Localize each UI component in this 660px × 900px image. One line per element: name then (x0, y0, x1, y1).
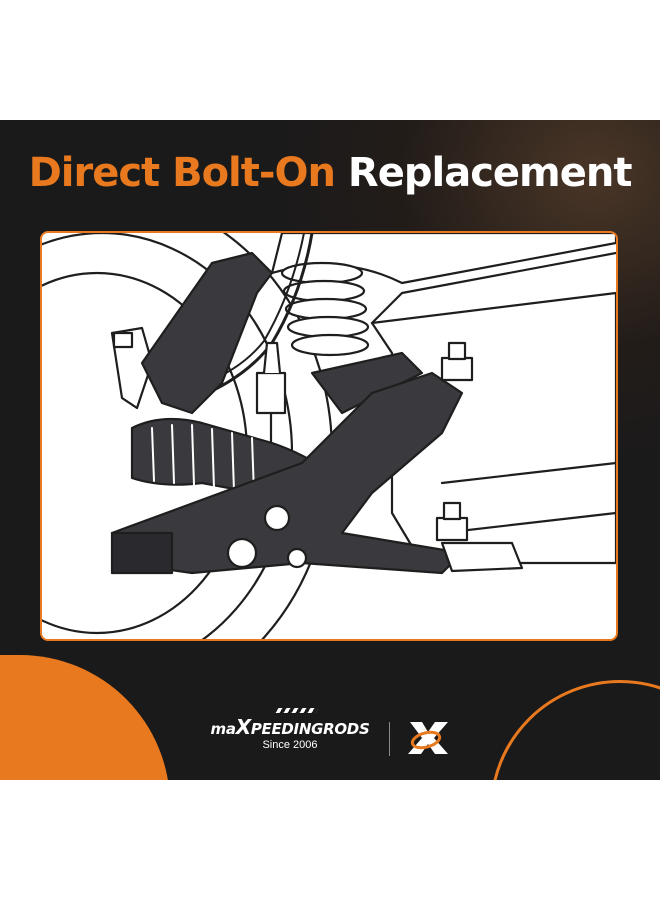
brand-suffix: RODS (323, 720, 370, 738)
bolt-upper (440, 341, 474, 382)
orange-arc-decoration (490, 680, 660, 780)
orange-corner-shape (0, 655, 170, 780)
banner-title: Direct Bolt-On Replacement (0, 150, 660, 196)
arm-hole-3 (286, 547, 308, 569)
brand-divider (389, 722, 390, 756)
hub-bracket (112, 331, 134, 349)
title-rest: Replacement (347, 150, 633, 196)
product-banner: Direct Bolt-On Replacement (0, 120, 660, 780)
brand-block: maXPEEDINGRODS Since 2006 (205, 708, 375, 751)
sensor-plug (255, 341, 287, 445)
xr-logo-icon (408, 722, 448, 754)
lower-control-arm (110, 371, 464, 575)
brand-middle: PEEDING (250, 720, 324, 738)
brand-since: Since 2006 (262, 739, 318, 751)
illustration-frame (40, 231, 618, 641)
ball-joint (110, 531, 174, 575)
arm-hole-2 (263, 504, 291, 532)
rack-boot (310, 351, 424, 415)
brand-x: X (235, 715, 251, 739)
title-accent: Direct Bolt-On (28, 150, 336, 196)
arm-hole-1 (226, 537, 258, 569)
brand-name: maXPEEDINGRODS (205, 715, 375, 739)
brand-prefix: ma (210, 720, 236, 738)
suspension-control-arm-illustration (42, 233, 616, 639)
bolt-lower (435, 501, 469, 542)
subframe-edge (370, 251, 616, 535)
coil-spring (280, 261, 370, 357)
checkered-flag-icon (275, 708, 319, 713)
rear-bushing (440, 541, 524, 573)
knuckle-upper (140, 251, 274, 415)
